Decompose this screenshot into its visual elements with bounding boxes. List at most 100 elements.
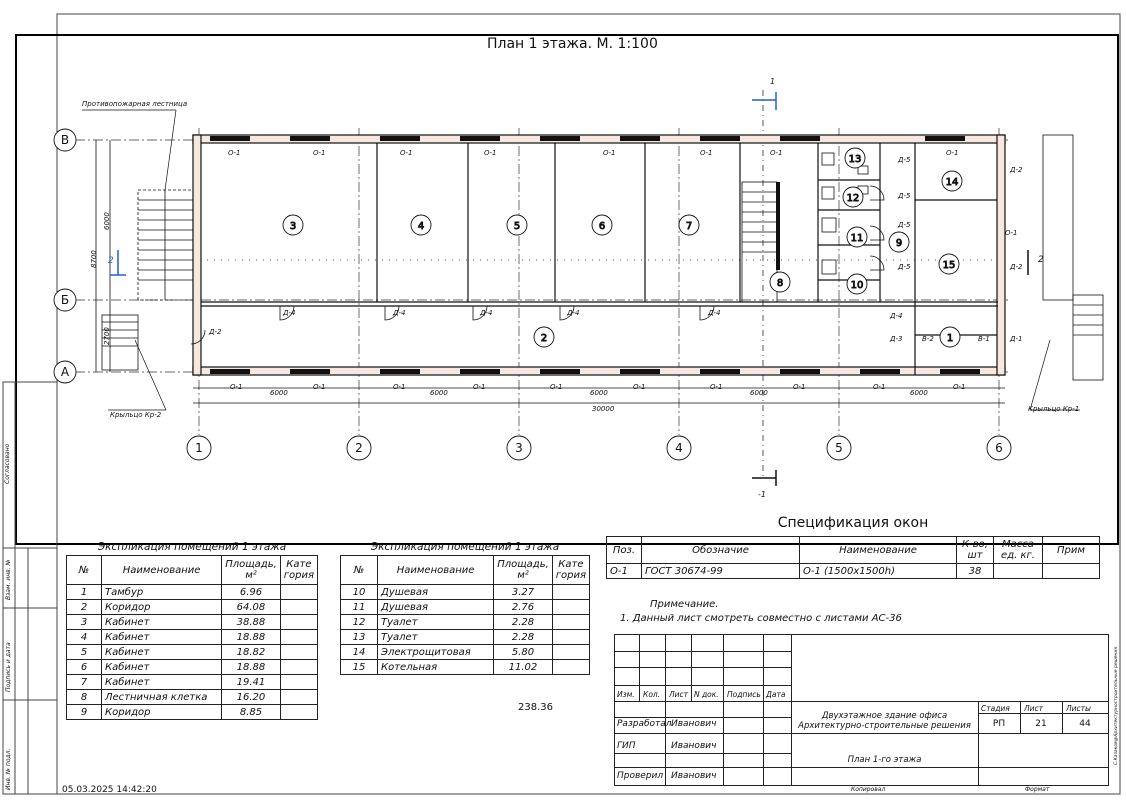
element-label-window: О-1 [230,383,243,391]
exp2-header-cat: Кате гория [551,555,591,585]
element-label-window: О-1 [953,383,966,391]
axis-col-2-circle [346,435,372,461]
exp1-cell-6-0: 7 [66,674,102,690]
exp1-cell-3-2: 18.88 [221,629,281,645]
room-4-label: 4 [418,221,424,232]
tb-head-list: Лист [669,690,689,699]
room-15-circle [938,253,960,275]
spec-cell-0-3: 38 [956,563,994,579]
axis-col-1-label: 1 [195,441,203,455]
window-spec-table: Спецификация окон Поз. Обозначие Наимено… [606,510,1100,579]
view-crop-frame [15,34,1119,545]
span-dim-2: 6000 [430,389,448,397]
element-label-window: О-1 [770,149,783,157]
exp1-cell-8-2: 8.85 [221,704,281,720]
tb-name-1: Иванович [671,719,717,729]
room-5-circle [506,214,528,236]
element-label-window: О-1 [400,149,413,157]
exp2-cell-3-0: 13 [340,629,378,645]
exp1-cell-2-2: 38.88 [221,614,281,630]
exp2-cell-1-2: 2.76 [493,599,553,615]
element-label-window: О-1 [393,383,406,391]
interior-walls [201,143,998,375]
exp2-cell-0-2: 3.27 [493,584,553,600]
callout-porch-1: Крыльцо Кр-1 [1028,405,1080,413]
room-14-label: 14 [946,177,959,188]
exp1-cell-4-1: Кабинет [100,644,223,660]
spec-cell-0-5 [1042,563,1100,579]
room-11-circle [846,226,868,248]
element-label-window: О-1 [700,149,713,157]
axis-col-5-label: 5 [835,441,843,455]
sanitary-fixtures [821,152,869,275]
element-label-door_2: Д-2 [1010,263,1023,271]
exp1-cell-7-2: 16.20 [221,689,281,705]
room-2-circle [533,326,555,348]
tb-project-line1: Двухэтажное здание офиса [821,711,948,721]
callout-porch-2: Крыльцо Кр-2 [110,411,162,419]
room-8-label: 8 [777,278,783,289]
element-label-door_3: Д-3 [890,335,903,343]
callout-leaders [82,109,1080,411]
tb-head-doc: N док. [694,690,719,699]
exp1-cell-8-1: Коридор [100,704,223,720]
exp1-cell-0-3 [279,584,319,600]
exp1-cell-0-2: 6.96 [221,584,281,600]
element-label-window: О-1 [550,383,563,391]
exp1-cell-0-1: Тамбур [100,584,223,600]
dim-total: 30000 [592,405,615,413]
section-marks [110,92,1029,486]
main-stair [741,181,780,303]
exp2-cell-4-1: Электрощитовая [376,644,495,660]
exp2-cell-3-1: Туалет [376,629,495,645]
element-label-door_office: Д-4 [890,312,903,320]
axis-col-3-circle [506,435,532,461]
element-label-door_5: Д-5 [898,263,911,271]
exp2-cell-5-0: 15 [340,659,378,675]
dim-left-top: 6000 [103,212,111,230]
title-block: Изм. Кол. Лист N док. Подпись Дата Разра… [614,634,1109,793]
room-12-label: 12 [847,193,860,204]
exp2-cell-0-3 [551,584,591,600]
spec-header-code: Обозначие [641,536,800,564]
span-dim-4: 6000 [750,389,768,397]
element-label-window: О-1 [228,149,241,157]
room-13-label: 13 [849,154,862,165]
exp1-cell-5-2: 18.88 [221,659,281,675]
tb-format: Формат [1025,786,1050,793]
exp1-cell-6-2: 19.41 [221,674,281,690]
element-label-window: О-1 [946,149,959,157]
room-7-circle [678,214,700,236]
element-label-door_office: Д-4 [708,309,721,317]
axis-row-0-label: В [61,133,69,147]
left-stamp-2: Подпись и дата [5,642,12,692]
exp2-header-name: Наименование [376,555,495,585]
tb-stage-label: Стадия [981,704,1010,713]
spec-cell-0-2: О-1 (1500х1500h) [799,563,957,579]
exp1-cell-3-1: Кабинет [100,629,223,645]
tb-role-1: Разработал [617,719,672,729]
side-credit: С.Казаков@Архитектурностроительные решен… [1114,646,1119,765]
tb-head-sign: Подпись [727,690,761,699]
tb-role-3: Проверил [617,771,664,781]
exp2-cell-2-2: 2.28 [493,614,553,630]
tb-head-date: Дата [766,690,786,699]
element-label-door_5: Д-5 [898,221,911,229]
tb-copied: Копировал [851,786,886,793]
exp2-cell-2-0: 12 [340,614,378,630]
room-12-circle [842,186,864,208]
dim-left-bottom: 2700 [103,327,111,345]
fire-stair [101,189,194,371]
exp1-cell-4-0: 5 [66,644,102,660]
side-mark-left: 2 [108,256,114,266]
room-3-label: 3 [290,221,296,232]
